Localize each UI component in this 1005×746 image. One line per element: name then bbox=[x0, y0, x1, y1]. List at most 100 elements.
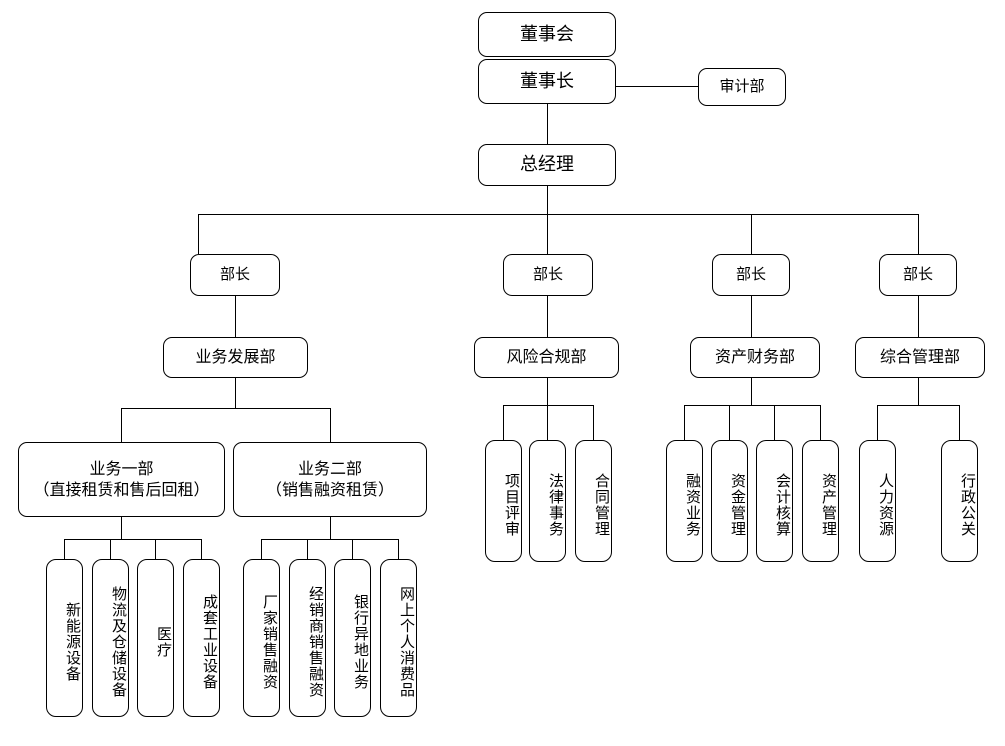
node-unit1-leaf-industrial-equipment[interactable]: 成套工业设备 bbox=[183, 559, 220, 717]
node-unit2-leaf-manufacturer-financing[interactable]: 厂家销售融资 bbox=[243, 559, 280, 717]
node-unit1-leaf-new-energy-label: 新能源设备 bbox=[64, 602, 82, 682]
node-business-unit-2[interactable]: 业务二部 （销售融资租赁） bbox=[233, 442, 427, 517]
link-gm-down-stem bbox=[547, 186, 548, 214]
link-bus-to-director-4 bbox=[918, 214, 919, 254]
node-director-3-label: 部长 bbox=[735, 265, 766, 284]
node-business-unit-2-subtitle: （销售融资租赁） bbox=[265, 479, 394, 499]
link-bizdev-bus bbox=[121, 408, 330, 409]
link-finance-bus bbox=[684, 405, 820, 406]
link-admin-bus bbox=[877, 405, 959, 406]
link-bus-to-director-3 bbox=[751, 214, 752, 254]
node-finance-leaf-fund-management-label: 资金管理 bbox=[729, 473, 747, 537]
link-bizdev-to-unit-1 bbox=[121, 408, 122, 442]
node-risk-leaf-project-review-label: 项目评审 bbox=[503, 473, 521, 537]
link-bus-to-director-1 bbox=[198, 214, 199, 254]
link-risk-bus bbox=[503, 405, 593, 406]
node-department-business-development[interactable]: 业务发展部 bbox=[163, 337, 308, 378]
node-general-manager[interactable]: 总经理 bbox=[478, 144, 616, 186]
node-risk-leaf-contract-management[interactable]: 合同管理 bbox=[575, 440, 612, 562]
node-admin-leaf-administration-pr-label: 行政公关 bbox=[959, 473, 977, 537]
node-unit2-leaf-online-consumer-goods[interactable]: 网上个人消费品 bbox=[380, 559, 417, 717]
node-risk-leaf-legal-affairs[interactable]: 法律事务 bbox=[529, 440, 566, 562]
link-risk-down-stem bbox=[547, 378, 548, 405]
node-department-general-admin-label: 综合管理部 bbox=[879, 347, 960, 367]
node-unit2-leaf-dealer-financing[interactable]: 经销商销售融资 bbox=[289, 559, 326, 717]
link-unit1-bus bbox=[64, 539, 201, 540]
link-unit2-bus bbox=[261, 539, 398, 540]
node-business-unit-1[interactable]: 业务一部 （直接租赁和售后回租） bbox=[18, 442, 225, 517]
node-board-of-directors[interactable]: 董事会 bbox=[478, 12, 616, 57]
node-finance-leaf-accounting[interactable]: 会计核算 bbox=[756, 440, 793, 562]
node-business-unit-2-title: 业务二部 bbox=[297, 459, 362, 479]
link-risk-to-leaf-3 bbox=[593, 405, 594, 440]
link-risk-to-leaf-2 bbox=[547, 405, 548, 440]
link-director-1-to-dept-1 bbox=[235, 296, 236, 337]
link-chairman-to-audit bbox=[616, 86, 698, 87]
node-general-manager-label: 总经理 bbox=[520, 154, 574, 176]
node-director-4[interactable]: 部长 bbox=[879, 254, 957, 296]
node-audit-department-label: 审计部 bbox=[719, 77, 765, 96]
link-unit1-to-leaf-3 bbox=[155, 539, 156, 559]
link-bus-to-director-2 bbox=[547, 214, 548, 254]
link-bizdev-down-stem bbox=[235, 378, 236, 408]
link-admin-down-stem bbox=[918, 378, 919, 405]
node-unit1-leaf-medical[interactable]: 医疗 bbox=[137, 559, 174, 717]
link-bizdev-to-unit-2 bbox=[330, 408, 331, 442]
link-finance-to-leaf-3 bbox=[774, 405, 775, 440]
node-unit1-leaf-logistics-storage[interactable]: 物流及仓储设备 bbox=[92, 559, 129, 717]
node-admin-leaf-human-resources[interactable]: 人力资源 bbox=[859, 440, 896, 562]
node-unit1-leaf-logistics-storage-label: 物流及仓储设备 bbox=[110, 586, 128, 698]
link-director-2-to-dept-2 bbox=[547, 296, 548, 337]
link-unit1-to-leaf-2 bbox=[110, 539, 111, 559]
node-department-risk-compliance-label: 风险合规部 bbox=[506, 347, 587, 367]
link-chairman-to-general-manager bbox=[547, 104, 548, 144]
node-department-asset-finance-label: 资产财务部 bbox=[714, 347, 795, 367]
node-admin-leaf-administration-pr[interactable]: 行政公关 bbox=[941, 440, 978, 562]
node-unit2-leaf-bank-remote-business-label: 银行异地业务 bbox=[352, 594, 370, 690]
link-unit2-down-stem bbox=[330, 517, 331, 539]
link-admin-to-leaf-1 bbox=[877, 405, 878, 440]
link-unit1-to-leaf-4 bbox=[201, 539, 202, 559]
node-director-2[interactable]: 部长 bbox=[503, 254, 593, 296]
node-department-risk-compliance[interactable]: 风险合规部 bbox=[474, 337, 619, 378]
node-audit-department[interactable]: 审计部 bbox=[698, 68, 786, 106]
node-director-1-label: 部长 bbox=[219, 265, 250, 284]
node-unit2-leaf-online-consumer-goods-label: 网上个人消费品 bbox=[398, 586, 416, 698]
node-risk-leaf-contract-management-label: 合同管理 bbox=[593, 473, 611, 537]
link-unit2-to-leaf-3 bbox=[352, 539, 353, 559]
node-business-unit-1-subtitle: （直接租赁和售后回租） bbox=[33, 479, 210, 499]
link-unit1-down-stem bbox=[121, 517, 122, 539]
link-finance-to-leaf-2 bbox=[729, 405, 730, 440]
link-risk-to-leaf-1 bbox=[503, 405, 504, 440]
node-finance-leaf-asset-management[interactable]: 资产管理 bbox=[802, 440, 839, 562]
node-department-asset-finance[interactable]: 资产财务部 bbox=[690, 337, 820, 378]
node-finance-leaf-fund-management[interactable]: 资金管理 bbox=[711, 440, 748, 562]
node-unit2-leaf-manufacturer-financing-label: 厂家销售融资 bbox=[261, 594, 279, 690]
link-director-3-to-dept-3 bbox=[751, 296, 752, 337]
node-finance-leaf-accounting-label: 会计核算 bbox=[774, 473, 792, 537]
link-unit2-to-leaf-4 bbox=[398, 539, 399, 559]
link-unit1-to-leaf-1 bbox=[64, 539, 65, 559]
node-department-business-development-label: 业务发展部 bbox=[195, 347, 276, 367]
link-finance-down-stem bbox=[751, 378, 752, 405]
node-risk-leaf-project-review[interactable]: 项目评审 bbox=[485, 440, 522, 562]
node-finance-leaf-financing-business-label: 融资业务 bbox=[684, 473, 702, 537]
node-admin-leaf-human-resources-label: 人力资源 bbox=[877, 473, 895, 537]
link-finance-to-leaf-1 bbox=[684, 405, 685, 440]
node-director-3[interactable]: 部长 bbox=[712, 254, 790, 296]
link-unit2-to-leaf-2 bbox=[307, 539, 308, 559]
node-risk-leaf-legal-affairs-label: 法律事务 bbox=[547, 473, 565, 537]
node-unit1-leaf-new-energy[interactable]: 新能源设备 bbox=[46, 559, 83, 717]
link-finance-to-leaf-4 bbox=[820, 405, 821, 440]
node-unit1-leaf-medical-label: 医疗 bbox=[155, 626, 173, 658]
node-finance-leaf-financing-business[interactable]: 融资业务 bbox=[666, 440, 703, 562]
node-chairman[interactable]: 董事长 bbox=[478, 59, 616, 104]
link-admin-to-leaf-2 bbox=[959, 405, 960, 440]
node-unit2-leaf-bank-remote-business[interactable]: 银行异地业务 bbox=[334, 559, 371, 717]
link-director-4-to-dept-4 bbox=[918, 296, 919, 337]
node-department-general-admin[interactable]: 综合管理部 bbox=[855, 337, 985, 378]
node-finance-leaf-asset-management-label: 资产管理 bbox=[820, 473, 838, 537]
link-unit2-to-leaf-1 bbox=[261, 539, 262, 559]
node-business-unit-1-title: 业务一部 bbox=[89, 459, 154, 479]
node-director-1[interactable]: 部长 bbox=[190, 254, 280, 296]
